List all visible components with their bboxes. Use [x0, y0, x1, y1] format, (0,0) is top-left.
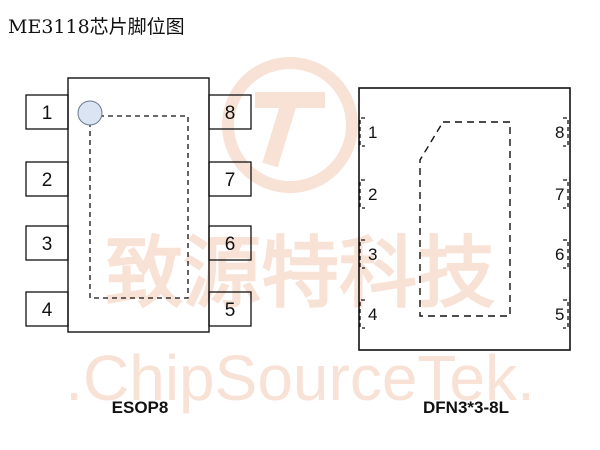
- dfn-pin-8-label: 8: [555, 123, 564, 142]
- esop8-pin-1: [25, 94, 69, 130]
- dfn-pin-6-label: 6: [555, 245, 564, 264]
- esop8-pin-8: [208, 94, 252, 130]
- watermark: 致源特科技 .ChipSourceTek.: [65, 57, 535, 414]
- esop8-pin-7: [208, 161, 252, 197]
- esop8-pin-numbers: 1 2 3 4 8 7 6 5: [42, 103, 236, 321]
- esop8-pin-3: [25, 225, 69, 261]
- esop8-pin-3-label: 3: [42, 234, 53, 255]
- dfn-pin-5: [563, 299, 569, 329]
- dfn-package: [358, 87, 571, 351]
- esop8-pin-2: [25, 161, 69, 197]
- dfn-pin-numbers: 1 2 3 4 8 7 6 5: [368, 123, 564, 324]
- pin1-indicator-dot: [77, 100, 103, 126]
- esop8-pin-6-label: 6: [225, 234, 236, 255]
- dfn-pin-4: [359, 299, 365, 329]
- esop8-pin-7-label: 7: [225, 170, 236, 191]
- watermark-logo: [222, 57, 358, 193]
- dfn-package-label: DFN3*3-8L: [423, 398, 509, 417]
- dfn-pin-7: [563, 179, 569, 209]
- dfn-exposed-pad: [419, 121, 511, 317]
- esop8-pin-5-label: 5: [225, 300, 236, 321]
- esop8-pin-4-label: 4: [42, 300, 53, 321]
- watermark-cn: 致源特科技: [105, 229, 495, 319]
- dfn-body: [358, 87, 571, 351]
- dfn-pin-3: [359, 239, 365, 269]
- esop8-pin-4: [25, 291, 69, 327]
- dfn-pin-2: [359, 179, 365, 209]
- dfn-pin-4-label: 4: [368, 305, 377, 324]
- esop8-pin-5: [208, 291, 252, 327]
- esop8-body: [67, 77, 210, 333]
- dfn-pin-1-label: 1: [368, 123, 377, 142]
- dfn-pin-1: [359, 117, 365, 147]
- watermark-en: .ChipSourceTek.: [65, 342, 535, 414]
- esop8-exposed-pad: [89, 115, 189, 299]
- dfn-pin-6: [563, 239, 569, 269]
- esop8-pin-2-label: 2: [42, 170, 53, 191]
- esop8-pin-8-label: 8: [225, 103, 236, 124]
- esop8-pin-1-label: 1: [42, 103, 53, 124]
- dfn-pin-7-label: 7: [555, 185, 564, 204]
- esop8-package-label: ESOP8: [112, 398, 169, 417]
- esop8-pin-6: [208, 225, 252, 261]
- dfn-pin-3-label: 3: [368, 245, 377, 264]
- dfn-pin-8: [563, 117, 569, 147]
- page-title: ME3118芯片脚位图: [8, 16, 185, 38]
- esop8-package: [25, 77, 252, 333]
- dfn-pin-5-label: 5: [555, 305, 564, 324]
- dfn-pin-2-label: 2: [368, 185, 377, 204]
